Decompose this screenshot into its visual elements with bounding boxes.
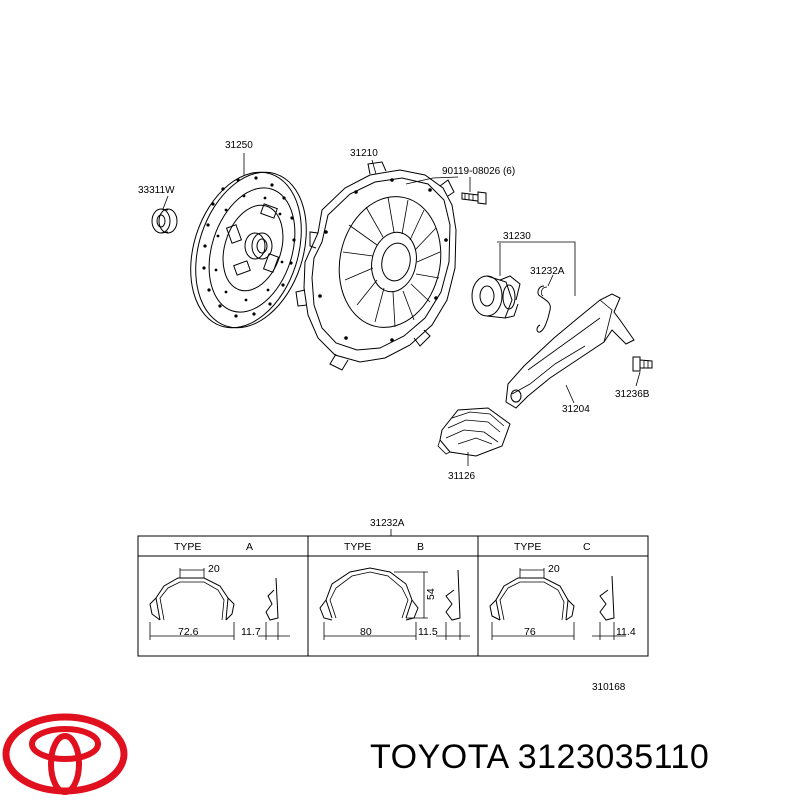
clip-type-table: 31232A TYPE A TYPE B TYPE C — [137, 518, 649, 657]
fork-boot-part — [437, 407, 511, 457]
pilot-bearing-part — [151, 208, 178, 234]
label-31126: 31126 — [448, 471, 476, 482]
pressure-plate-part — [295, 161, 457, 371]
toyota-logo — [2, 713, 128, 795]
dim-a-top: 20 — [208, 563, 220, 575]
dim-a-side: 11.7 — [241, 626, 261, 638]
fork-pivot-part — [632, 356, 653, 372]
label-31236b: 31236B — [615, 389, 650, 400]
dim-b-side: 11.5 — [418, 626, 438, 638]
label-31232a: 31232A — [530, 266, 565, 277]
table-reference-label: 31232A — [370, 518, 405, 529]
type-value-b: B — [417, 541, 424, 553]
type-header-b: TYPE — [344, 541, 371, 553]
clip-drawing-type-b — [319, 567, 470, 640]
clutch-disc-part — [190, 171, 307, 329]
label-31210: 31210 — [350, 148, 378, 159]
type-header-a: TYPE — [174, 541, 201, 553]
release-bearing-part — [471, 275, 521, 319]
clip-drawing-type-c — [489, 568, 626, 640]
type-value-a: A — [246, 541, 253, 553]
clip-drawing-type-a — [149, 568, 290, 640]
bolt-part — [461, 191, 487, 205]
diagram-code: 310168 — [592, 682, 626, 693]
label-31230: 31230 — [503, 231, 531, 242]
type-value-c: C — [583, 541, 591, 553]
label-33311w: 33311W — [138, 185, 175, 196]
release-fork-part — [505, 293, 635, 409]
dim-a-width: 72.6 — [178, 626, 199, 638]
part-number: 3123035110 — [517, 738, 710, 776]
type-header-c: TYPE — [514, 541, 541, 553]
part-title: TOYOTA 3123035110 — [370, 738, 709, 777]
label-31204: 31204 — [562, 404, 590, 415]
dim-b-height: 54 — [425, 588, 437, 600]
label-31250: 31250 — [225, 140, 253, 151]
label-90119-08026: 90119-08026 (6) — [442, 166, 515, 177]
dim-c-top: 20 — [548, 563, 560, 575]
release-clip-part — [536, 285, 551, 333]
dim-c-width: 76 — [524, 626, 536, 638]
brand-name: TOYOTA — [370, 738, 508, 776]
dim-c-side: 11.4 — [616, 626, 636, 638]
dim-b-width: 80 — [360, 626, 372, 638]
